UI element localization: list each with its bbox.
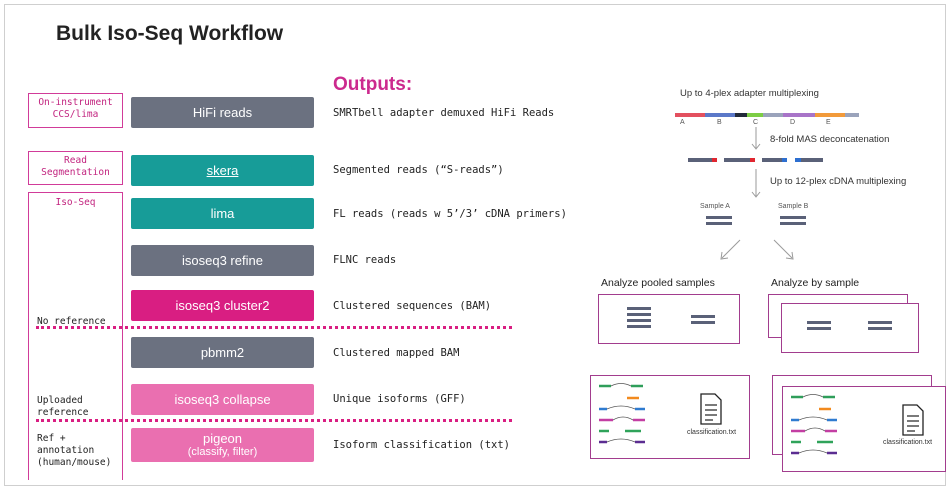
iso-seq-group: Iso-Seq [28,192,123,480]
mas-read-adapter [712,158,717,162]
step-lima: lima [131,198,314,229]
mas-read-adapter [795,158,801,162]
sample-read [706,222,732,225]
sample-read [780,216,806,219]
classification-filename: classification.txt [883,439,933,446]
mas-read-adapter [782,158,787,162]
adapter-letter-e: E [826,119,831,126]
document-icon [902,404,924,436]
step-hifi-reads: HiFi reads [131,97,314,128]
adapter-segment [845,113,859,117]
step-label: pigeon [202,431,243,446]
step-isoseq3-refine: isoseq3 refine [131,245,314,276]
cdna-label: Up to 12-plex cDNA multiplexing [770,176,907,187]
output-pbmm2: Clustered mapped BAM [333,347,460,359]
step-sublabel: (classify, filter) [187,446,258,458]
classification-filename: classification.txt [687,429,737,436]
output-cluster2: Clustered sequences (BAM) [333,300,492,312]
sample-read [706,216,732,219]
output-skera: Segmented reads (“S-reads”) [333,164,504,176]
pooled-cluster [691,315,715,318]
adapter-segment [763,113,783,117]
pooled-read [627,319,651,322]
document-icon [700,393,722,425]
sample-read [807,321,831,324]
adapter-segment [815,113,845,117]
sample-read [780,222,806,225]
separator-uploaded-reference [36,419,512,422]
adapter-segment [735,113,747,117]
mas-read-body [801,158,823,162]
adapter-segment [783,113,815,117]
mas-read-adapter [750,158,755,162]
separator-no-reference [36,326,512,329]
output-pigeon: Isoform classification (txt) [333,439,511,451]
pooled-classification-panel: classification.txt [590,375,750,459]
ref-annotation-label: Ref + annotation (human/mouse) [37,433,112,468]
step-label: HiFi reads [192,104,253,120]
slide-frame [4,4,946,486]
adapter-segment [747,113,763,117]
pooled-read [627,325,651,328]
on-instrument-label: On-instrument CCS/lima [28,93,123,128]
multiplex-label: Up to 4-plex adapter multiplexing [680,88,819,99]
no-reference-label: No reference [37,316,106,327]
by-sample-label: Analyze by sample [771,277,860,289]
uploaded-reference-label: Uploaded reference [37,395,89,418]
pooled-cluster [691,321,715,324]
adapter-segment [705,113,735,117]
pooled-read [627,307,651,310]
read-segmentation-label: Read Segmentation [28,151,123,185]
outputs-title: Outputs: [333,74,413,95]
step-isoseq3-collapse: isoseq3 collapse [131,384,314,415]
adapter-letter-b: B [717,119,722,126]
pooled-analysis-panel [598,294,740,344]
output-hifi: SMRTbell adapter demuxed HiFi Reads [333,107,555,119]
step-label: isoseq3 refine [182,252,263,268]
read-segmentation-text: Read Segmentation [41,155,110,178]
sample-read [807,327,831,330]
adapter-segment [675,113,705,117]
step-isoseq3-cluster2: isoseq3 cluster2 [131,290,314,321]
adapter-letter-d: D [790,119,796,126]
sample-cluster [868,327,892,330]
sample-cluster [868,321,892,324]
step-pigeon: pigeon (classify, filter) [131,428,314,462]
isoform-tracks [791,394,924,455]
output-lima: FL reads (reads w 5’/3’ cDNA primers) [333,208,567,220]
output-collapse: Unique isoforms (GFF) [333,393,466,405]
sample-a-label: Sample A [700,203,730,210]
by-sample-panel-front [781,303,919,353]
pooled-read [627,313,651,316]
pooled-label: Analyze pooled samples [601,277,715,289]
sample-classification-panel-front: classification.txt [782,386,946,472]
isoform-tracks [599,383,722,444]
step-label: skera [206,162,239,178]
step-label: isoseq3 cluster2 [175,297,270,313]
mas-read-body [762,158,782,162]
adapter-letter-a: A [680,119,685,126]
step-label: pbmm2 [200,344,245,360]
iso-seq-label: Iso-Seq [55,197,96,208]
step-label: lima [210,205,235,221]
step-skera: skera [131,155,314,186]
sample-b-label: Sample B [778,203,809,210]
mas-label: 8-fold MAS deconcatenation [770,134,890,145]
page-title: Bulk Iso-Seq Workflow [56,22,284,45]
adapter-letter-c: C [753,119,759,126]
mas-read-body [688,158,712,162]
output-refine: FLNC reads [333,254,397,266]
step-label: isoseq3 collapse [174,391,271,407]
step-pbmm2: pbmm2 [131,337,314,368]
mas-read-body [724,158,750,162]
on-instrument-text: On-instrument CCS/lima [38,97,113,120]
